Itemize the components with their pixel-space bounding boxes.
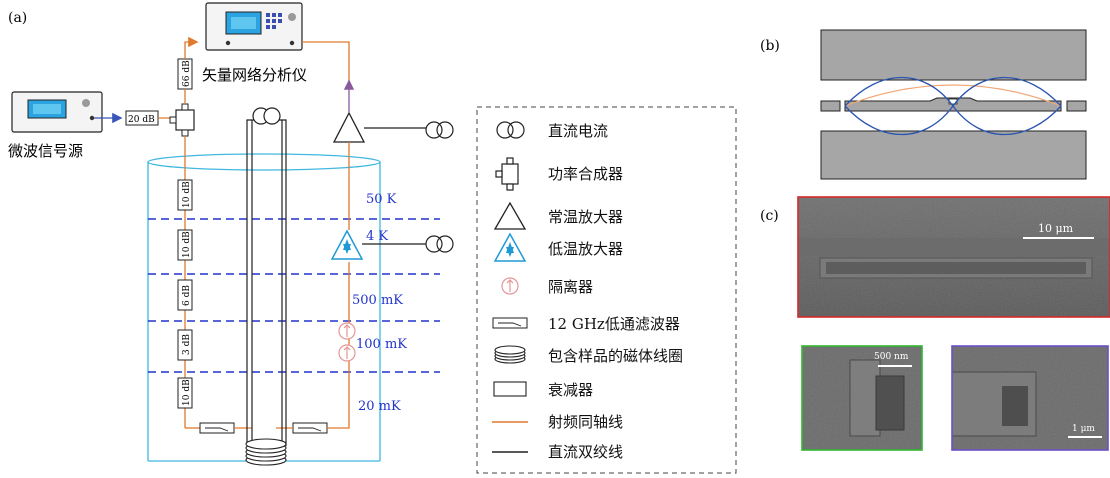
legend-icon-lt-amplifier [495,234,525,261]
legend-icon-lowpass-filter [493,318,527,328]
dc-source-coil-icon [253,108,280,124]
isolator-upper [339,323,355,339]
legend-icon-attenuator [494,382,526,396]
vna-label: 矢量网络分析仪 [202,66,307,84]
rt-amplifier-symbol [334,113,364,142]
legend-icon-dc-current [497,122,524,138]
legend-label-lt-amplifier: 低温放大器 [548,240,623,258]
scale-bar-bottom-left-label: 500 nm [874,352,909,362]
legend-icon-rt-amplifier [495,203,525,229]
lowpass-filter-left [200,423,234,433]
attenuator-label-3: 6 dB [182,285,192,306]
panel-label-b: (b) [760,38,780,54]
legend-icon-coil [495,346,525,363]
legend-label-lowpass-filter: 12 GHz低通滤波器 [548,315,680,333]
stage-label-100mk: 100 mK [356,337,407,352]
legend-icon-power-combiner [496,158,518,190]
source-label: 微波信号源 [8,142,83,160]
legend-icon-isolator [502,278,518,294]
legend-label-rt-amplifier: 常温放大器 [548,208,623,226]
vna-attenuator-label: 66 dB [182,60,192,87]
attenuator-label-2: 10 dB [182,231,192,258]
isolator-lower [339,345,355,361]
legend-label-power-combiner: 功率合成器 [548,165,623,183]
legend-label-coil: 包含样品的磁体线圈 [548,347,683,365]
stage-label-500mk: 500 mK [352,293,403,308]
sem-image-top [798,197,1110,317]
magnet-coil [246,439,286,465]
stage-label-20mk: 20 mK [358,399,401,414]
source-attenuator-label: 20 dB [128,115,155,125]
attenuator-label-5: 10 dB [182,379,192,406]
power-combiner-block [170,104,194,136]
vna-instrument [206,3,302,50]
scale-bar-top-label: 10 μm [1038,222,1074,235]
legend-label-isolator: 隔离器 [548,278,593,296]
dc-twisted-pair [247,120,286,446]
sem-image-bottom-right [952,346,1108,450]
legend-label-twisted-pair: 直流双绞线 [548,443,623,461]
scale-bar-bottom-right-label: 1 μm [1072,424,1095,434]
microwave-source [12,92,102,132]
attenuator-label-1: 10 dB [182,181,192,208]
legend-label-coax-line: 射频同轴线 [548,413,623,431]
stage-label-4k: 4 K [366,229,388,244]
stage-label-50k: 50 K [366,192,397,207]
legend-label-attenuator: 衰减器 [548,381,593,399]
lowpass-filter-right [293,423,327,433]
lt-amplifier-symbol [332,231,362,259]
panel-label-c: (c) [760,208,779,224]
attenuator-label-4: 3 dB [182,334,192,355]
panel-label-a: (a) [8,10,27,26]
legend-label-dc-current: 直流电流 [548,122,608,140]
dc-source-rt-icon [426,122,453,138]
dc-source-lt-icon [426,236,453,252]
